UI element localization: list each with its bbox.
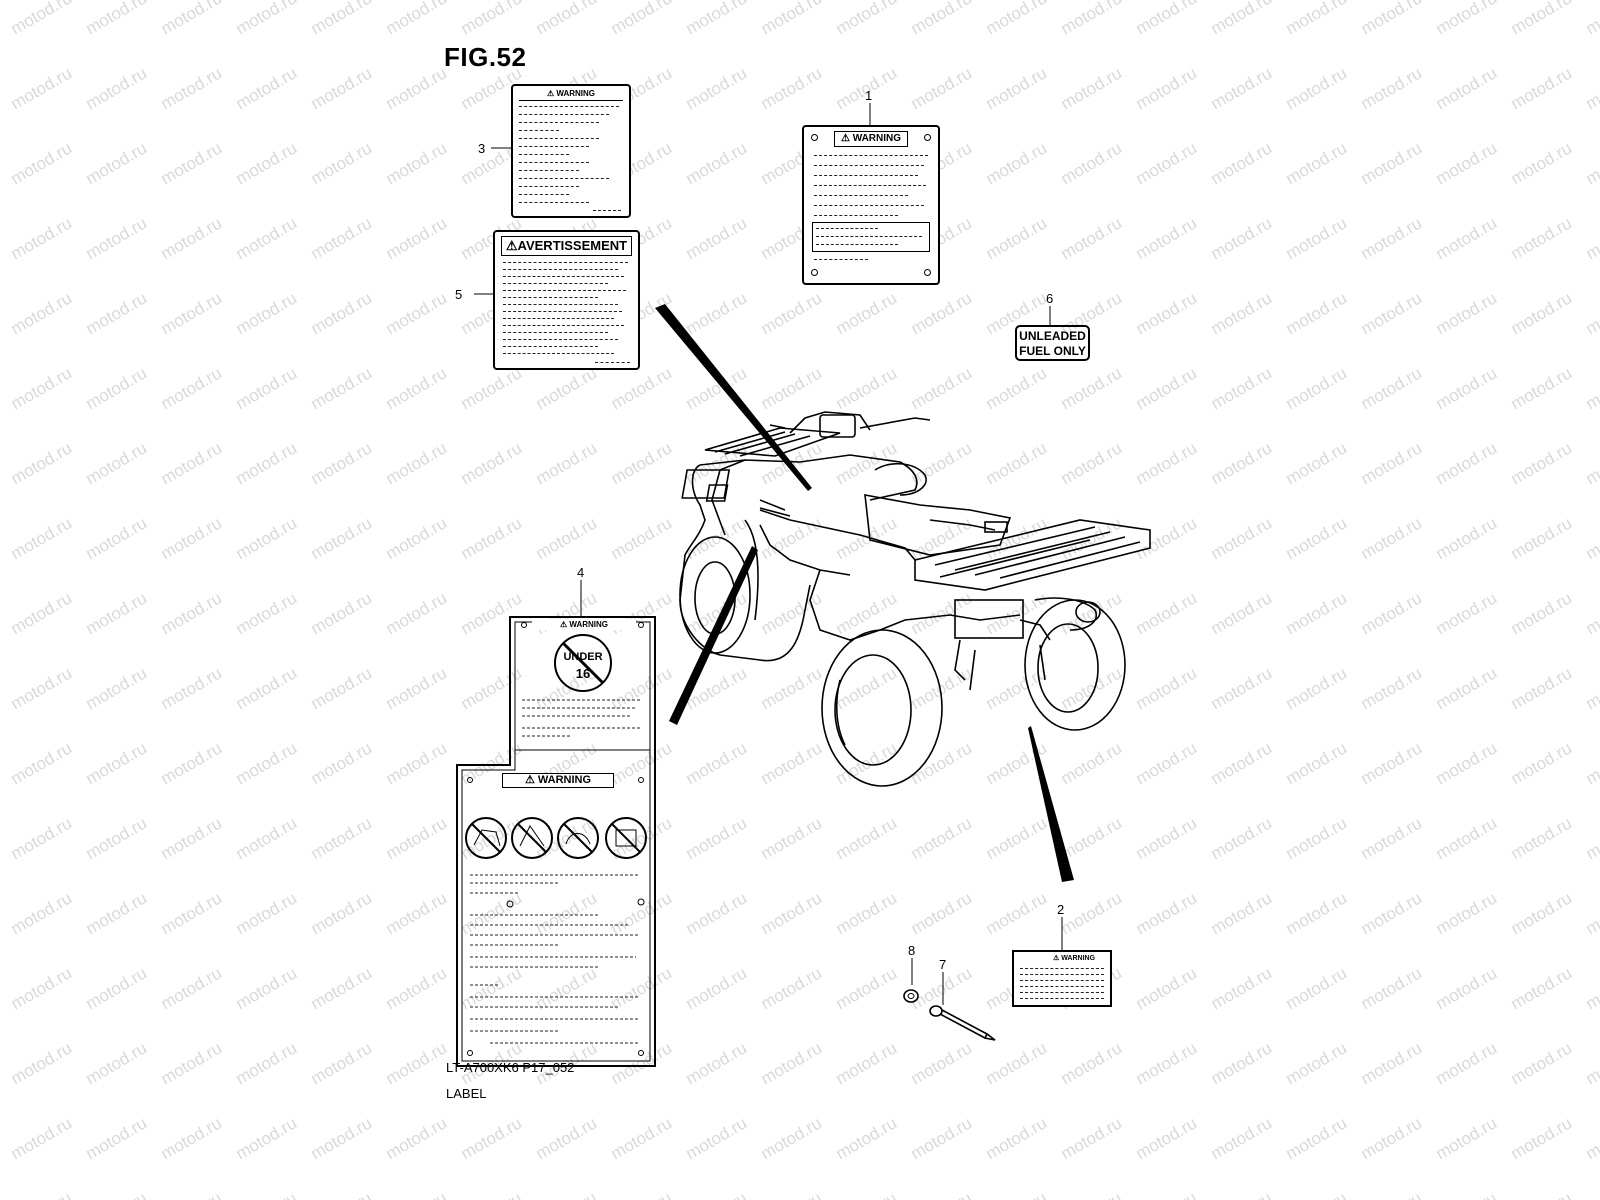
label-6-line1: UNLEADED xyxy=(1019,329,1086,343)
figure-code: LT-A700XK6 P17_052 xyxy=(446,1060,575,1075)
label-2-header: ⚠ WARNING xyxy=(1042,954,1106,964)
label-3-header: ⚠ WARNING xyxy=(519,88,623,101)
figure-name: LABEL xyxy=(446,1086,487,1101)
callout-1: 1 xyxy=(865,88,873,103)
pointer-to-labels-3-5 xyxy=(655,304,812,491)
label-4-header-top: ⚠ WARNING xyxy=(532,619,636,630)
washer-part xyxy=(903,989,919,1003)
label-6-unleaded-fuel: UNLEADED FUEL ONLY xyxy=(1015,325,1090,361)
label-1-warning: ⚠ WARNING xyxy=(802,125,940,285)
callout-2: 2 xyxy=(1057,902,1065,917)
label-4-badge-line1: UNDER xyxy=(563,651,603,663)
label-5-header: ⚠AVERTISSEMENT xyxy=(501,236,632,256)
callout-6: 6 xyxy=(1046,291,1054,306)
pointer-to-label-2 xyxy=(1028,726,1074,882)
label-2-warning: ⚠ WARNING xyxy=(1012,950,1112,1007)
label-1-header: ⚠ WARNING xyxy=(834,131,908,147)
label-6-line2: FUEL ONLY xyxy=(1019,344,1086,358)
callout-4: 4 xyxy=(577,565,585,580)
rivet-part xyxy=(929,1005,996,1041)
pointer-to-label-4 xyxy=(669,546,758,725)
atv-outline xyxy=(679,411,1151,787)
label-5-avertissement: ⚠AVERTISSEMENT xyxy=(493,230,640,370)
label-3-warning: ⚠ WARNING xyxy=(511,84,631,218)
figure-title: FIG.52 xyxy=(444,42,527,72)
callout-3: 3 xyxy=(478,141,486,156)
label-4-header-bottom: ⚠ WARNING xyxy=(502,773,614,788)
callout-8: 8 xyxy=(908,943,916,958)
callout-7: 7 xyxy=(939,957,947,972)
label-4-badge-line2: 16 xyxy=(575,666,591,681)
callout-5: 5 xyxy=(455,287,463,302)
